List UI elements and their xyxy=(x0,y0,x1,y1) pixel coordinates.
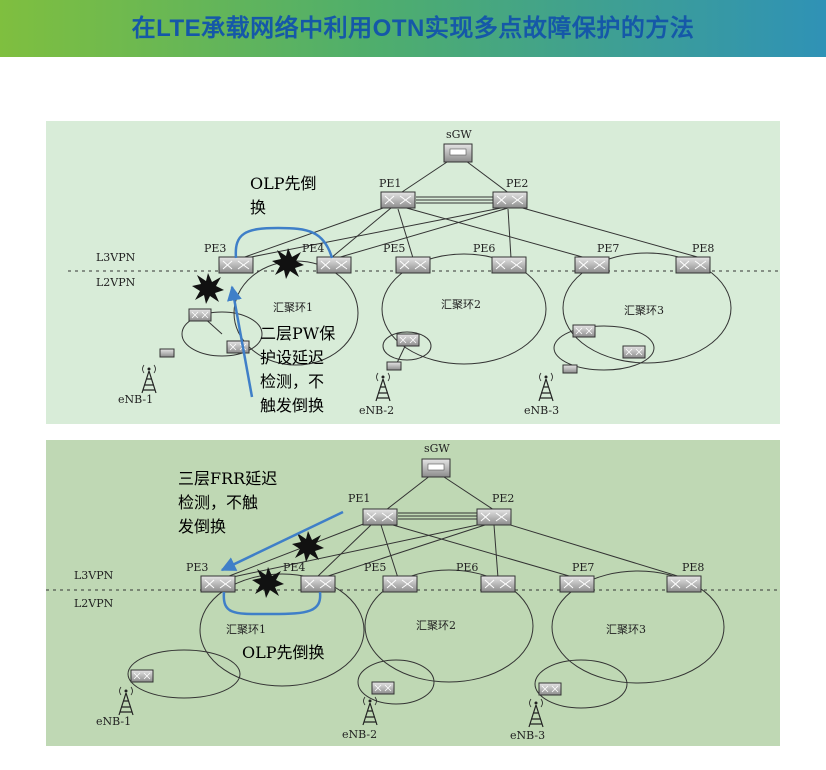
pe8-router xyxy=(675,256,711,274)
olp-note-line2: 换 xyxy=(250,198,266,217)
pe1-router xyxy=(362,508,398,526)
pw-arrow xyxy=(227,285,254,398)
title-banner xyxy=(0,0,826,57)
l2vpn-label: L2VPN xyxy=(96,276,136,289)
frr-note-line2: 检测，不触 xyxy=(178,493,258,512)
sgw-label: sGW xyxy=(424,442,450,455)
links xyxy=(181,157,732,371)
sgw-server xyxy=(443,143,473,163)
pe7-label: PE7 xyxy=(572,561,594,574)
enb1-label: eNB-1 xyxy=(118,393,153,406)
pe4-router xyxy=(316,256,352,274)
pe7-router xyxy=(559,575,595,593)
pe3-label: PE3 xyxy=(186,561,208,574)
pe1-label: PE1 xyxy=(379,177,401,190)
pe4-router xyxy=(300,575,336,593)
enb1-label: eNB-1 xyxy=(96,715,131,728)
pe2-label: PE2 xyxy=(492,492,514,505)
olp-note-line1: OLP先倒 xyxy=(250,174,317,193)
pw-note-line3: 检测，不 xyxy=(260,372,324,391)
pe2-router xyxy=(476,508,512,526)
network-diagram-bottom: sGW PE1 PE2 PE3 PE4 PE5 PE6 PE7 PE8 L3VP… xyxy=(46,440,780,746)
pe5-router xyxy=(382,575,418,593)
ring2-label: 汇聚环2 xyxy=(416,619,456,632)
access-router xyxy=(188,308,212,322)
enb3-label: eNB-3 xyxy=(510,729,545,742)
frr-note-line1: 三层FRR延迟 xyxy=(178,469,277,488)
pe3-router xyxy=(200,575,236,593)
pe6-label: PE6 xyxy=(456,561,478,574)
network-diagram-top: sGW PE1 PE2 PE3 PE4 PE5 PE6 PE7 PE8 L3VP… xyxy=(46,121,780,424)
pe1-router xyxy=(380,191,416,209)
pe8-label: PE8 xyxy=(682,561,704,574)
pw-note-line1: 二层PW保 xyxy=(260,324,335,343)
enb2-label: eNB-2 xyxy=(359,404,394,417)
access-router xyxy=(371,681,395,695)
access-router xyxy=(159,348,175,358)
pe5-label: PE5 xyxy=(383,242,405,255)
access-router xyxy=(538,682,562,696)
olp-note: OLP先倒换 xyxy=(242,643,325,662)
pe6-router xyxy=(491,256,527,274)
olp-path xyxy=(234,226,334,259)
pe4-label: PE4 xyxy=(302,242,324,255)
access-router xyxy=(396,333,420,347)
frr-arrow xyxy=(220,510,344,572)
access-router xyxy=(562,364,578,374)
page-title: 在LTE承载网络中利用OTN实现多点故障保护的方法 xyxy=(131,15,695,42)
ring2-label: 汇聚环2 xyxy=(441,298,481,311)
pe7-router xyxy=(574,256,610,274)
pw-note-line2: 护设延迟 xyxy=(260,348,324,367)
pw-note-line4: 触发倒换 xyxy=(260,396,324,415)
pe5-label: PE5 xyxy=(364,561,386,574)
pe6-label: PE6 xyxy=(473,242,495,255)
access-router xyxy=(622,345,646,359)
l3vpn-label: L3VPN xyxy=(74,569,114,582)
pe1-label: PE1 xyxy=(348,492,370,505)
sgw-server xyxy=(421,458,451,478)
panel-background xyxy=(46,440,780,746)
ring3-label: 汇聚环3 xyxy=(606,623,646,636)
enb3-label: eNB-3 xyxy=(524,404,559,417)
pe3-router xyxy=(218,256,254,274)
sgw-label: sGW xyxy=(446,128,472,141)
pe2-router xyxy=(492,191,528,209)
access-router xyxy=(226,340,250,354)
pe8-router xyxy=(666,575,702,593)
olp-path xyxy=(222,591,322,616)
pe7-label: PE7 xyxy=(597,242,619,255)
pe6-router xyxy=(480,575,516,593)
pe4-label: PE4 xyxy=(283,561,305,574)
pe5-router xyxy=(395,256,431,274)
ring1-label: 汇聚环1 xyxy=(226,623,266,636)
access-router xyxy=(572,324,596,338)
access-router xyxy=(130,669,154,683)
pe8-label: PE8 xyxy=(692,242,714,255)
pe2-label: PE2 xyxy=(506,177,528,190)
links xyxy=(127,474,725,709)
access-router xyxy=(386,361,402,371)
l3vpn-label: L3VPN xyxy=(96,251,136,264)
ring1-label: 汇聚环1 xyxy=(273,301,313,314)
l2vpn-label: L2VPN xyxy=(74,597,114,610)
frr-note-line3: 发倒换 xyxy=(178,517,226,536)
pe3-label: PE3 xyxy=(204,242,226,255)
enb2-label: eNB-2 xyxy=(342,728,377,741)
ring3-label: 汇聚环3 xyxy=(624,304,664,317)
